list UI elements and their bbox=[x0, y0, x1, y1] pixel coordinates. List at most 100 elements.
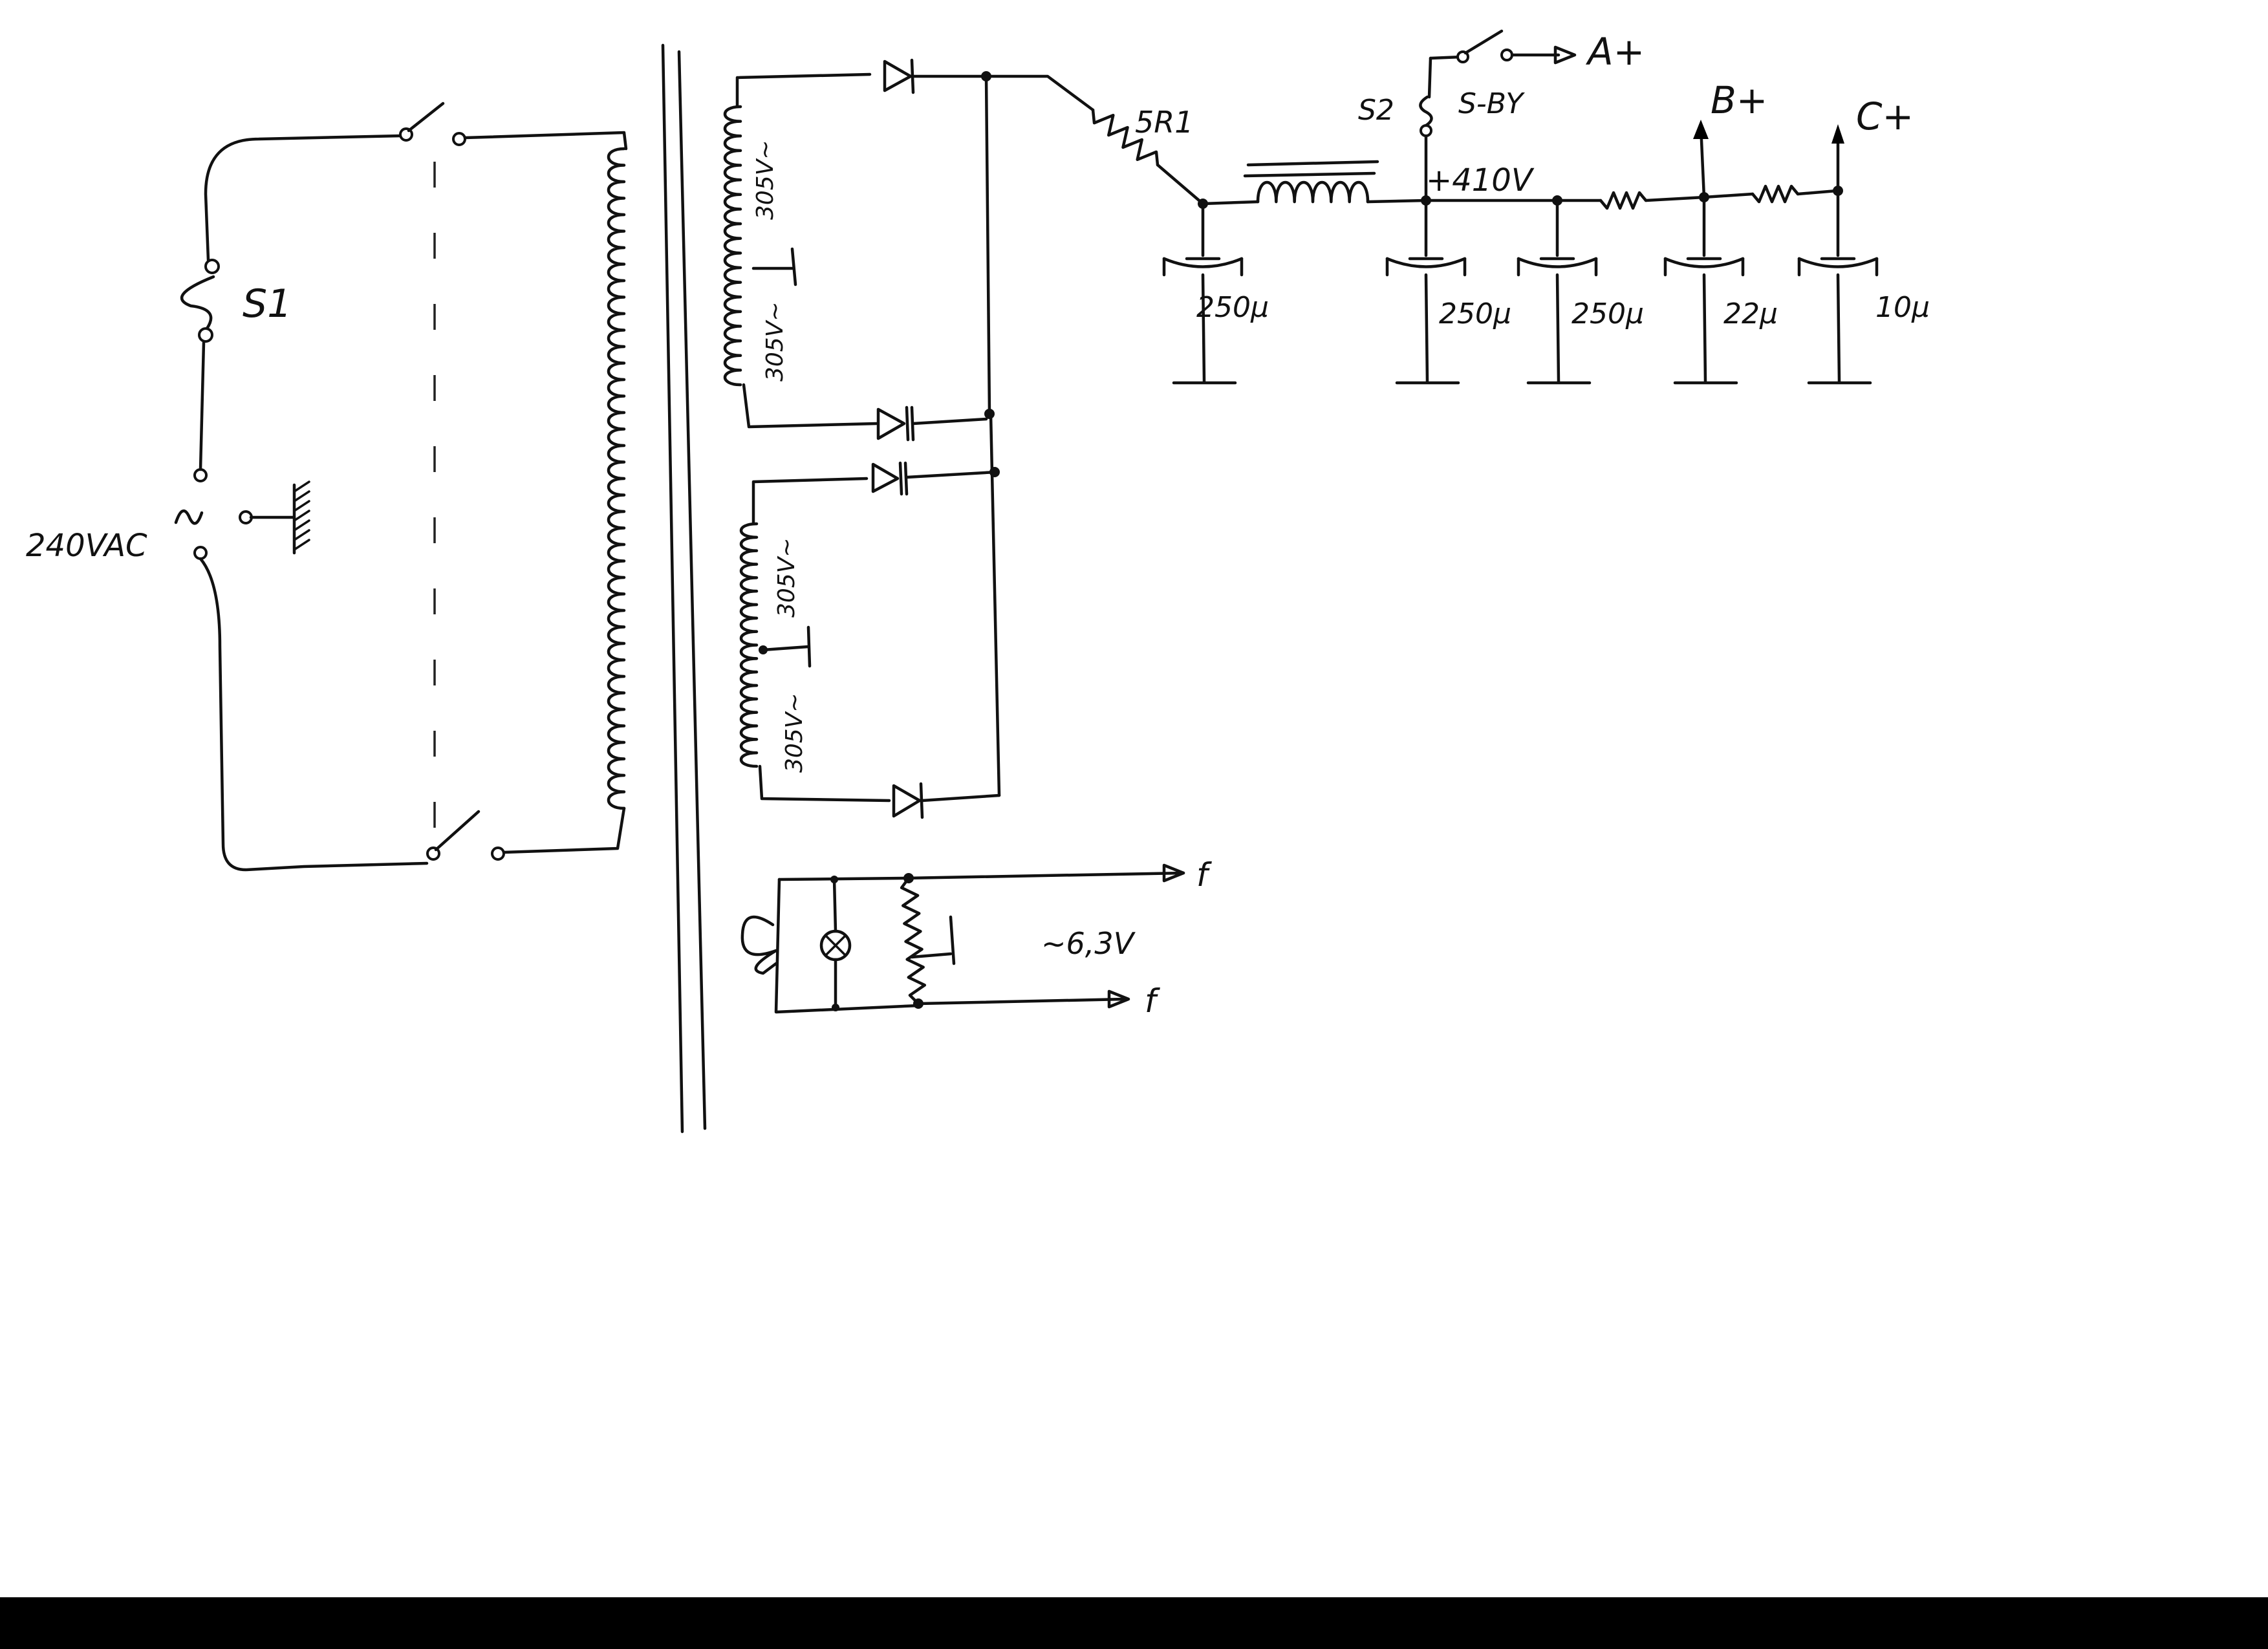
s2-label: S2 bbox=[1358, 94, 1394, 127]
ac-source-symbol bbox=[174, 509, 204, 525]
resistor-r2-icon bbox=[1751, 184, 1800, 204]
switch-bottom-blade bbox=[434, 810, 481, 852]
wire-choke-to-node bbox=[1366, 199, 1428, 204]
winding-1a-label: 305V~ bbox=[752, 140, 779, 220]
heater-out-top-arrow-icon bbox=[1162, 863, 1185, 883]
s2-terminal-lower bbox=[1420, 124, 1432, 137]
bplus-arrow-icon bbox=[1693, 120, 1709, 139]
wire-mains-to-fuse bbox=[199, 341, 206, 471]
diode-d4-icon bbox=[892, 782, 1001, 819]
wire-winding2-bottom bbox=[758, 764, 891, 803]
filter-capacitors bbox=[1162, 189, 1879, 385]
switch-bottom-contact bbox=[491, 846, 505, 861]
standby-label: S-BY bbox=[1458, 87, 1525, 120]
fuse-terminal-lower bbox=[198, 327, 213, 343]
resistor-5r1-label: 5R1 bbox=[1135, 105, 1194, 140]
s2-wire-up bbox=[1427, 56, 1432, 99]
center-tap-lower-ground bbox=[806, 625, 812, 668]
wire-winding-bottom bbox=[742, 383, 878, 429]
wire-to-choke bbox=[1201, 200, 1260, 206]
center-tap-upper-ground bbox=[790, 247, 797, 286]
hv-secondary-lower bbox=[739, 477, 891, 803]
cathode-bus-upper bbox=[984, 74, 991, 416]
wire-switch-top-to-primary bbox=[463, 131, 628, 151]
mains-terminal-bottom bbox=[193, 546, 208, 560]
switch-top-contact bbox=[452, 132, 466, 146]
resistor-5r1-icon bbox=[1091, 108, 1160, 167]
winding-2a-label: 305V~ bbox=[773, 537, 800, 618]
aplus-label: A+ bbox=[1585, 30, 1645, 74]
primary-circuit bbox=[174, 102, 628, 872]
s2-blade bbox=[1463, 29, 1504, 55]
wire-r1-to-bplus bbox=[1644, 195, 1706, 202]
lamp-lead-top bbox=[832, 878, 837, 933]
winding-2b-label: 305V~ bbox=[781, 693, 808, 773]
transformer-core bbox=[661, 43, 707, 1134]
earth-icon bbox=[292, 480, 310, 555]
wire-winding2-top bbox=[751, 477, 869, 526]
cplus-arrow-icon bbox=[1831, 124, 1844, 144]
capacitor-c3-icon bbox=[1517, 199, 1598, 385]
diode-d3-icon bbox=[871, 461, 998, 496]
cap2-label: 250μ bbox=[1439, 297, 1511, 330]
choke-core-line-1 bbox=[1246, 160, 1379, 167]
hum-pot-wiper bbox=[910, 952, 953, 959]
wire-winding-top bbox=[735, 72, 872, 109]
center-tap-lower bbox=[761, 645, 810, 652]
cplus-label: C+ bbox=[1856, 94, 1914, 138]
fuse-label: S1 bbox=[243, 281, 292, 327]
wire-r2-to-cplus bbox=[1796, 189, 1839, 196]
heater-out-1-label: f bbox=[1196, 856, 1212, 894]
heater-out-bottom bbox=[916, 997, 1127, 1006]
heater-circuit bbox=[740, 863, 1185, 1014]
hv-winding-upper-coil bbox=[723, 105, 742, 387]
choke-core-line-2 bbox=[1243, 171, 1376, 178]
cap4-label: 22μ bbox=[1723, 297, 1778, 330]
wire-bplus-to-r2 bbox=[1702, 192, 1755, 199]
cathode-bus-lower bbox=[989, 412, 1001, 797]
heater-out-top bbox=[903, 871, 1185, 880]
mains-terminal-top bbox=[193, 468, 208, 482]
choke-inductor-icon bbox=[1256, 180, 1370, 204]
heater-out-2-label: f bbox=[1145, 982, 1160, 1020]
hv-secondary-upper bbox=[723, 72, 878, 429]
heater-winding-coil bbox=[740, 915, 778, 975]
fuse-s1-icon bbox=[180, 275, 215, 330]
heater-wire-top bbox=[777, 876, 907, 881]
primary-winding-coil bbox=[607, 147, 626, 810]
wire-5r1-to-node bbox=[1156, 163, 1205, 206]
cap3-label: 250μ bbox=[1571, 297, 1644, 330]
node-d3 bbox=[989, 467, 1000, 477]
s2-spring bbox=[1419, 95, 1433, 127]
wire-mains-to-bottom-switch bbox=[199, 557, 429, 872]
capacitor-c5-icon bbox=[1797, 189, 1879, 385]
scan-border bbox=[0, 1597, 2268, 1649]
wire-to-5r1 bbox=[984, 74, 1095, 112]
heater-voltage-label: ~6,3V bbox=[1041, 926, 1136, 961]
capacitor-c2-icon bbox=[1385, 199, 1467, 385]
resistor-r1-icon bbox=[1599, 191, 1648, 210]
cap5-label: 10μ bbox=[1875, 291, 1930, 324]
node-d2 bbox=[984, 409, 995, 419]
bplus-label: B+ bbox=[1711, 78, 1767, 122]
hum-pot-ground bbox=[949, 915, 956, 965]
cap1-label: 250μ bbox=[1196, 291, 1269, 324]
mains-label: 240VAC bbox=[26, 528, 147, 564]
hv-voltage-label: +410V bbox=[1426, 162, 1535, 199]
hv-winding-lower-coil bbox=[739, 522, 759, 768]
rectifier-diodes bbox=[871, 58, 1001, 819]
diode-d2-icon bbox=[876, 405, 988, 442]
heater-out-bottom-arrow-icon bbox=[1107, 989, 1130, 1009]
s2-wire-top bbox=[1429, 55, 1463, 60]
s2-contact bbox=[1500, 48, 1513, 61]
capacitor-c1-icon bbox=[1162, 202, 1244, 385]
heater-wire-left bbox=[774, 878, 920, 1014]
hum-pot-resistor-icon bbox=[900, 876, 927, 1006]
fuse-terminal-upper bbox=[204, 259, 220, 274]
wire-fuse-to-switch bbox=[204, 134, 403, 262]
diode-d1-icon bbox=[883, 58, 988, 94]
wire-switch-bottom-to-primary bbox=[502, 806, 626, 854]
capacitor-c4-icon bbox=[1663, 195, 1745, 385]
